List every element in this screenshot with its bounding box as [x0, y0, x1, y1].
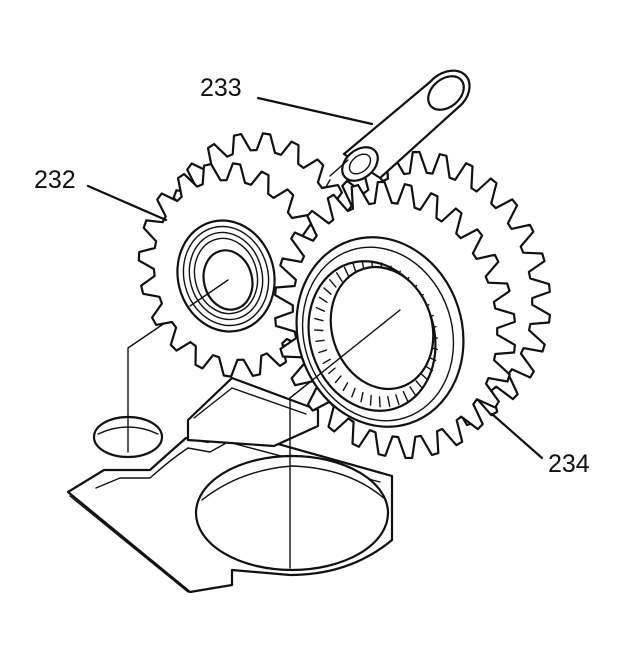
pinion-shaft-233 — [303, 69, 471, 225]
needle-roller — [315, 339, 325, 342]
needle-roller — [415, 380, 423, 389]
needle-roller — [378, 396, 381, 408]
needle-roller — [322, 358, 331, 364]
needle-roller — [334, 375, 342, 384]
needle-roller — [351, 387, 356, 398]
callout-232: 232 — [34, 166, 76, 194]
needle-roller — [335, 272, 343, 282]
needle-roller — [315, 306, 326, 312]
callout-234: 234 — [548, 450, 590, 478]
needle-roller — [314, 317, 324, 322]
needle-roller — [409, 386, 417, 396]
callout-233: 233 — [200, 74, 242, 102]
needle-roller — [395, 394, 400, 406]
needle-roller — [342, 382, 349, 392]
needle-roller — [387, 395, 391, 408]
alignment-line-front — [289, 309, 401, 399]
carrier-plate — [66, 376, 394, 594]
large-gear-234 — [274, 180, 516, 460]
large-bore — [194, 454, 390, 572]
needle-roller — [314, 329, 324, 332]
needle-roller — [318, 296, 328, 303]
leader-lines — [86, 96, 544, 460]
needle-roller — [323, 287, 332, 295]
alignment-line-small-front — [189, 279, 229, 307]
needle-roller — [329, 279, 337, 288]
needle-roller — [402, 390, 409, 402]
needle-roller — [343, 266, 350, 278]
needle-roller — [360, 392, 364, 403]
needle-roller — [369, 394, 372, 406]
needle-roller — [420, 373, 429, 381]
needle-roller — [328, 367, 336, 375]
needle-roller — [318, 349, 328, 354]
